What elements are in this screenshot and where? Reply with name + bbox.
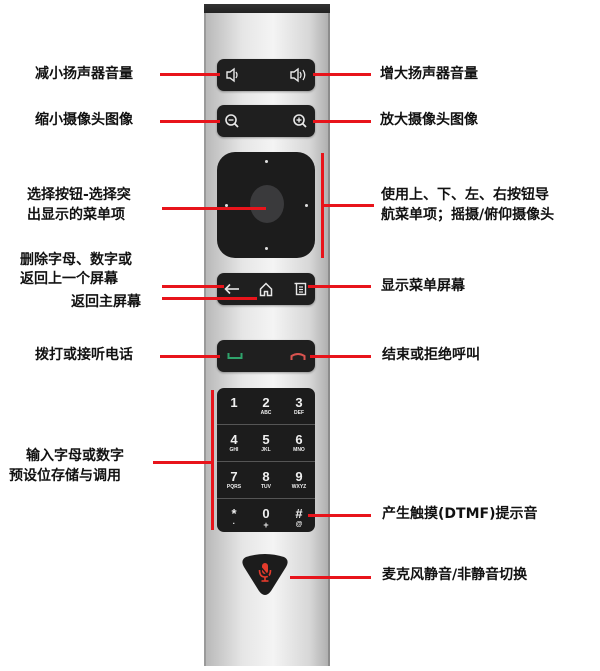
microphone-mute-icon — [258, 563, 272, 582]
home-icon[interactable] — [256, 278, 276, 300]
label-call: 拨打或接听电话 — [35, 347, 133, 363]
label-back-line1: 删除字母、数字或 — [20, 252, 132, 268]
zoom-out-icon[interactable] — [222, 110, 242, 132]
label-hangup: 结束或拒绝呼叫 — [382, 347, 480, 363]
nav-left-button[interactable] — [225, 204, 228, 207]
nav-up-button[interactable] — [265, 160, 268, 163]
label-back-line2: 返回上一个屏幕 — [20, 271, 118, 287]
callout-line-navigation — [322, 204, 374, 207]
callout-line-call — [160, 355, 220, 358]
zoom-in-icon[interactable] — [290, 110, 310, 132]
callout-line-keypad — [153, 461, 213, 464]
call-button-bar — [217, 340, 315, 372]
label-home: 返回主屏幕 — [71, 294, 141, 310]
label-zoom-out: 缩小摄像头图像 — [35, 112, 133, 128]
mute-button[interactable] — [240, 553, 290, 597]
callout-line-back — [162, 285, 224, 288]
key-star[interactable]: *· — [231, 506, 237, 528]
label-volume-up: 增大扬声器音量 — [380, 66, 478, 82]
numeric-keypad — [217, 388, 315, 532]
callout-line-zoom-in — [313, 120, 371, 123]
callout-line-hangup — [310, 355, 371, 358]
speaker-high-icon[interactable] — [288, 64, 312, 86]
label-menu: 显示菜单屏幕 — [381, 278, 465, 294]
nav-right-button[interactable] — [305, 204, 308, 207]
call-answer-icon[interactable] — [224, 346, 246, 366]
key-1[interactable]: 1 — [230, 395, 238, 410]
label-keypad-line1: 输入字母或数字 — [26, 448, 124, 464]
menu-icon[interactable] — [290, 278, 310, 300]
label-zoom-in: 放大摄像头图像 — [380, 112, 478, 128]
label-dtmf: 产生触摸(DTMF)提示音 — [382, 506, 538, 522]
call-end-icon[interactable] — [287, 346, 309, 366]
label-keypad-line2: 预设位存储与调用 — [9, 468, 121, 484]
back-arrow-icon[interactable] — [221, 278, 243, 300]
label-volume-down: 减小扬声器音量 — [35, 66, 133, 82]
callout-line-select — [162, 207, 266, 210]
key-hash[interactable]: #@ — [295, 506, 303, 529]
label-select-line1: 选择按钮-选择突 — [27, 187, 131, 203]
callout-bracket-keypad — [211, 390, 214, 530]
key-0[interactable]: 0+ — [262, 506, 270, 530]
speaker-low-icon[interactable] — [223, 64, 243, 86]
keypad-divider — [217, 498, 315, 499]
callout-line-menu — [308, 285, 371, 288]
callout-line-mute — [290, 576, 371, 579]
callout-line-volume-down — [160, 73, 220, 76]
label-navigation-line2: 航菜单项；摇摄/俯仰摄像头 — [381, 207, 555, 223]
callout-line-home — [162, 297, 257, 300]
label-navigation-line1: 使用上、下、左、右按钮导 — [381, 187, 549, 203]
remote-top-cap — [204, 4, 330, 13]
keypad-divider — [217, 461, 315, 462]
label-select-line2: 出显示的菜单项 — [27, 207, 125, 223]
keypad-divider — [217, 424, 315, 425]
label-mute: 麦克风静音/非静音切换 — [382, 567, 528, 583]
callout-line-dtmf — [308, 514, 371, 517]
nav-down-button[interactable] — [265, 247, 268, 250]
callout-line-volume-up — [313, 73, 371, 76]
select-button[interactable] — [250, 185, 284, 223]
callout-line-zoom-out — [160, 120, 220, 123]
